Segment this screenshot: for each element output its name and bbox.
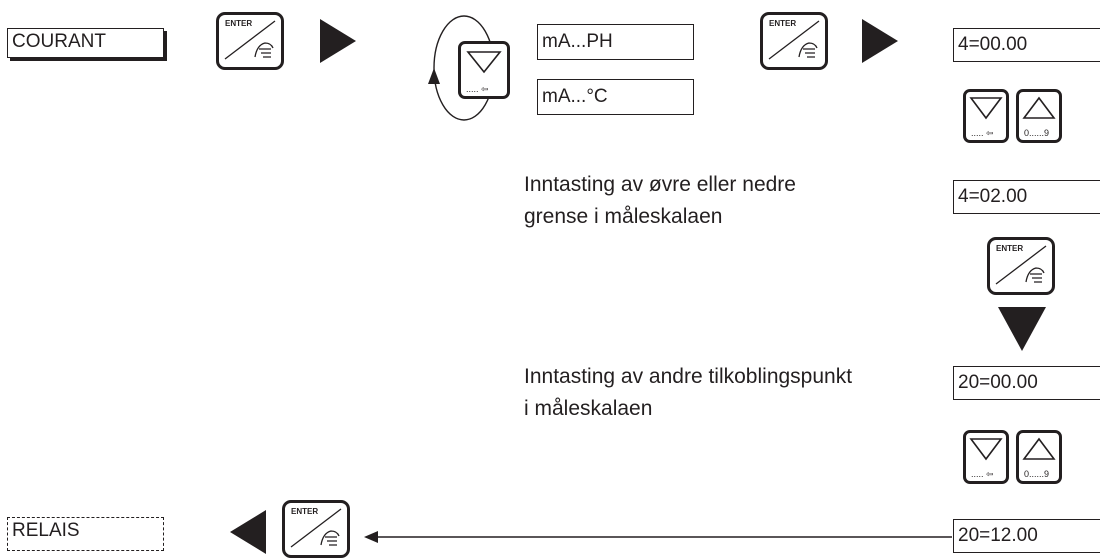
hand-press-icon: [224, 20, 276, 60]
arrow-left-icon: [230, 510, 266, 554]
down-arrow-key[interactable]: ..... ⇦: [458, 41, 510, 99]
return-arrow-icon: [364, 531, 952, 543]
enter-key[interactable]: ENTER: [282, 500, 350, 558]
enter-key[interactable]: ENTER: [760, 12, 828, 70]
display-20-1200: 20=12.00: [953, 519, 1100, 553]
display-4-0000: 4=00.00: [953, 28, 1100, 62]
option-ph: mA...PH: [537, 24, 694, 60]
down-key-sublabel: ..... ⇦: [971, 469, 994, 479]
down-arrow-key[interactable]: ..... ⇦: [963, 89, 1009, 143]
enter-key[interactable]: ENTER: [987, 237, 1055, 295]
triangle-down-icon: [969, 97, 1003, 120]
hand-press-icon: [768, 20, 820, 60]
hand-press-icon: [995, 245, 1047, 285]
down-key-sublabel: ..... ⇦: [971, 128, 994, 138]
display-4-0200: 4=02.00: [953, 180, 1100, 214]
enter-key-label: ENTER: [225, 19, 253, 28]
triangle-up-icon: [1022, 437, 1056, 460]
hand-press-icon: [290, 508, 342, 548]
note-limit-line2: grense i måleskalaen: [524, 205, 723, 228]
triangle-up-icon: [1022, 96, 1056, 119]
courant-menu-label: COURANT: [7, 28, 164, 58]
enter-key-label: ENTER: [291, 507, 319, 516]
note-second-line1: Inntasting av andre tilkoblingspunkt: [524, 365, 853, 388]
down-key-sublabel: ..... ⇦: [466, 84, 489, 94]
option-celsius: mA...°C: [537, 79, 694, 115]
up-key-sublabel: 0......9: [1024, 128, 1050, 138]
note-second-line2: i måleskalaen: [524, 397, 653, 420]
triangle-down-icon: [969, 438, 1003, 461]
enter-key-label: ENTER: [996, 244, 1024, 253]
enter-key[interactable]: ENTER: [216, 12, 284, 70]
relais-menu-label: RELAIS: [7, 517, 164, 551]
arrow-right-icon: [320, 19, 356, 63]
up-key-sublabel: 0......9: [1024, 469, 1050, 479]
down-arrow-key[interactable]: ..... ⇦: [963, 430, 1009, 484]
arrow-down-icon: [998, 307, 1046, 351]
note-limit-line1: Inntasting av øvre eller nedre: [524, 173, 796, 196]
display-20-0000: 20=00.00: [953, 366, 1100, 400]
enter-key-label: ENTER: [769, 19, 797, 28]
up-arrow-key[interactable]: 0......9: [1016, 89, 1062, 143]
triangle-down-icon: [466, 51, 502, 74]
arrow-right-icon: [862, 19, 898, 63]
up-arrow-key[interactable]: 0......9: [1016, 430, 1062, 484]
